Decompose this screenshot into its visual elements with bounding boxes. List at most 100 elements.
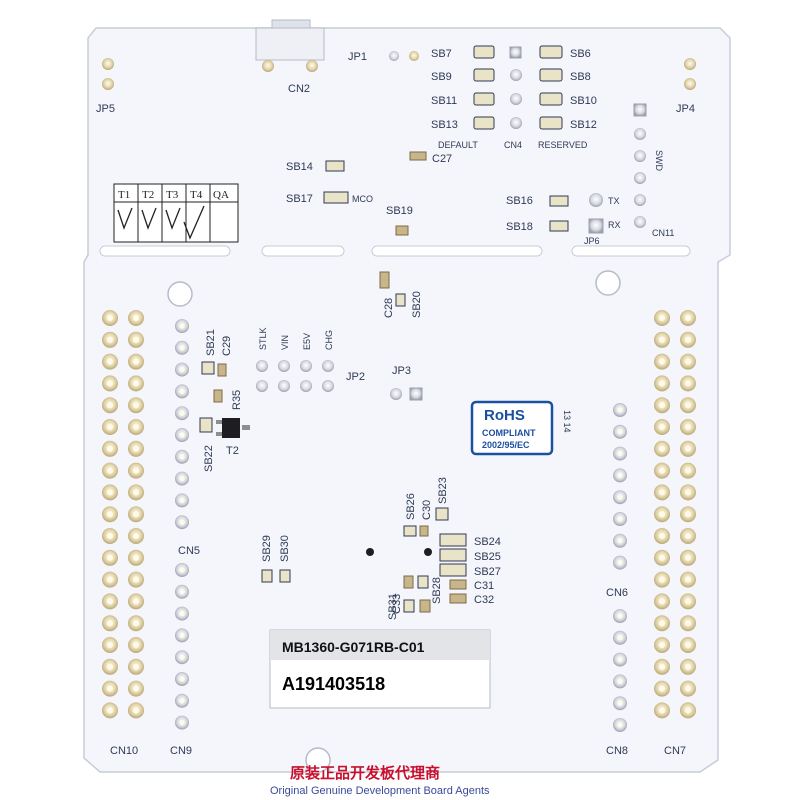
- header-pin-center: [684, 467, 692, 474]
- header-pin-center: [179, 632, 185, 639]
- label-cn2: CN2: [288, 83, 310, 95]
- solder-bridge-column-right: [539, 45, 563, 130]
- header-pin-center: [106, 532, 114, 540]
- header-pin-center: [179, 719, 185, 726]
- header-pin-center: [684, 620, 692, 627]
- header-pin-center: [658, 511, 666, 518]
- header-pin-center: [179, 676, 185, 682]
- label-sb22: SB22: [203, 445, 215, 472]
- header-pin-center: [617, 722, 623, 728]
- label-stlk: STLK: [258, 327, 268, 350]
- header-pin-center: [179, 454, 185, 460]
- capacitor-c33: [403, 575, 414, 589]
- header-pin-center: [684, 598, 692, 605]
- capacitor-c32: [449, 593, 467, 604]
- header-pin-center: [658, 598, 666, 605]
- solder-bridge-sb16: [549, 195, 569, 207]
- rohs-title: RoHS: [484, 407, 525, 424]
- resistor-r35: [213, 389, 223, 403]
- header-pin-center: [179, 589, 185, 595]
- label-cn10: CN10: [110, 745, 138, 757]
- jumper-jp2: [256, 360, 334, 392]
- header-pin-center: [658, 489, 666, 496]
- label-sb9: SB9: [431, 71, 452, 83]
- header-pin-center: [106, 511, 114, 518]
- watermark-chinese: 原装正品开发板代理商: [290, 764, 440, 782]
- header-pin-center: [658, 314, 666, 322]
- header-pin-center: [106, 707, 114, 714]
- jumper-jp3: [390, 387, 423, 401]
- label-sb27: SB27: [474, 566, 501, 578]
- label-sb19: SB19: [386, 205, 413, 217]
- label-cn7: CN7: [664, 745, 686, 757]
- label-sb21: SB21: [205, 329, 217, 356]
- solder-bridge-sb22: [199, 417, 213, 433]
- label-sb12: SB12: [570, 119, 597, 131]
- header-pin-center: [106, 620, 114, 627]
- capacitor-c29: [217, 363, 227, 377]
- header-pin-center: [658, 402, 666, 409]
- header-pin-center: [617, 450, 623, 457]
- header-pin-center: [132, 423, 140, 431]
- header-pin-center: [132, 641, 140, 649]
- header-pin-center: [179, 698, 185, 704]
- header-pin-center: [179, 610, 185, 617]
- header-pin-center: [132, 554, 140, 561]
- rohs-directive: 2002/95/EC: [482, 440, 530, 450]
- header-pin-center: [684, 511, 692, 518]
- header-pin-center: [132, 445, 140, 452]
- label-sb18: SB18: [506, 221, 533, 233]
- header-pin-center: [658, 554, 666, 561]
- header-pin-center: [132, 336, 140, 343]
- solder-bridge-sb17: [323, 191, 349, 204]
- header-pin-center: [179, 323, 185, 329]
- header-pin-center: [132, 598, 140, 605]
- header-pin-center: [658, 467, 666, 474]
- header-cn7: [654, 310, 696, 719]
- header-pin-center: [617, 613, 623, 619]
- label-c29: C29: [221, 336, 233, 356]
- label-cn11: CN11: [652, 228, 674, 238]
- rohs-logo: [470, 400, 554, 456]
- label-cn6: CN6: [606, 587, 628, 599]
- label-chg: CHG: [324, 330, 334, 350]
- header-pin-center: [106, 467, 114, 474]
- header-pin-center: [106, 445, 114, 452]
- header-pin-center: [684, 445, 692, 452]
- header-pin-center: [106, 358, 114, 365]
- header-cn5: [175, 319, 189, 530]
- header-pin-center: [617, 678, 623, 685]
- header-pin-center: [684, 663, 692, 670]
- label-jp2: JP2: [346, 371, 365, 383]
- header-pin-center: [658, 576, 666, 583]
- board-slots: [99, 245, 691, 257]
- header-pin-center: [617, 472, 623, 479]
- header-pin-center: [684, 685, 692, 692]
- label-rx: RX: [608, 220, 621, 230]
- header-pin-center: [658, 641, 666, 649]
- header-pin-center: [617, 635, 623, 641]
- header-pin-center: [106, 423, 114, 431]
- solder-bridge-column-left: [473, 45, 495, 130]
- header-pin-center: [132, 467, 140, 474]
- header-pin-center: [658, 532, 666, 540]
- label-jp3: JP3: [392, 365, 411, 377]
- label-sb23: SB23: [437, 477, 449, 504]
- label-sb26: SB26: [405, 493, 417, 520]
- header-pin-center: [684, 641, 692, 649]
- header-pin-center: [179, 654, 185, 660]
- label-sb7: SB7: [431, 48, 452, 60]
- capacitor-c31: [449, 579, 467, 590]
- header-cn9: [175, 563, 189, 730]
- solder-bridge-sb24: [439, 533, 467, 547]
- header-pin-center: [132, 707, 140, 714]
- header-pin-center: [658, 620, 666, 627]
- header-pin-center: [132, 511, 140, 518]
- label-cn4: CN4: [504, 140, 522, 150]
- header-pin-center: [179, 388, 185, 395]
- label-sb14: SB14: [286, 161, 313, 173]
- capacitor-c28: [379, 271, 390, 289]
- header-pin-center: [684, 380, 692, 387]
- label-sb16: SB16: [506, 195, 533, 207]
- header-pin-center: [132, 402, 140, 409]
